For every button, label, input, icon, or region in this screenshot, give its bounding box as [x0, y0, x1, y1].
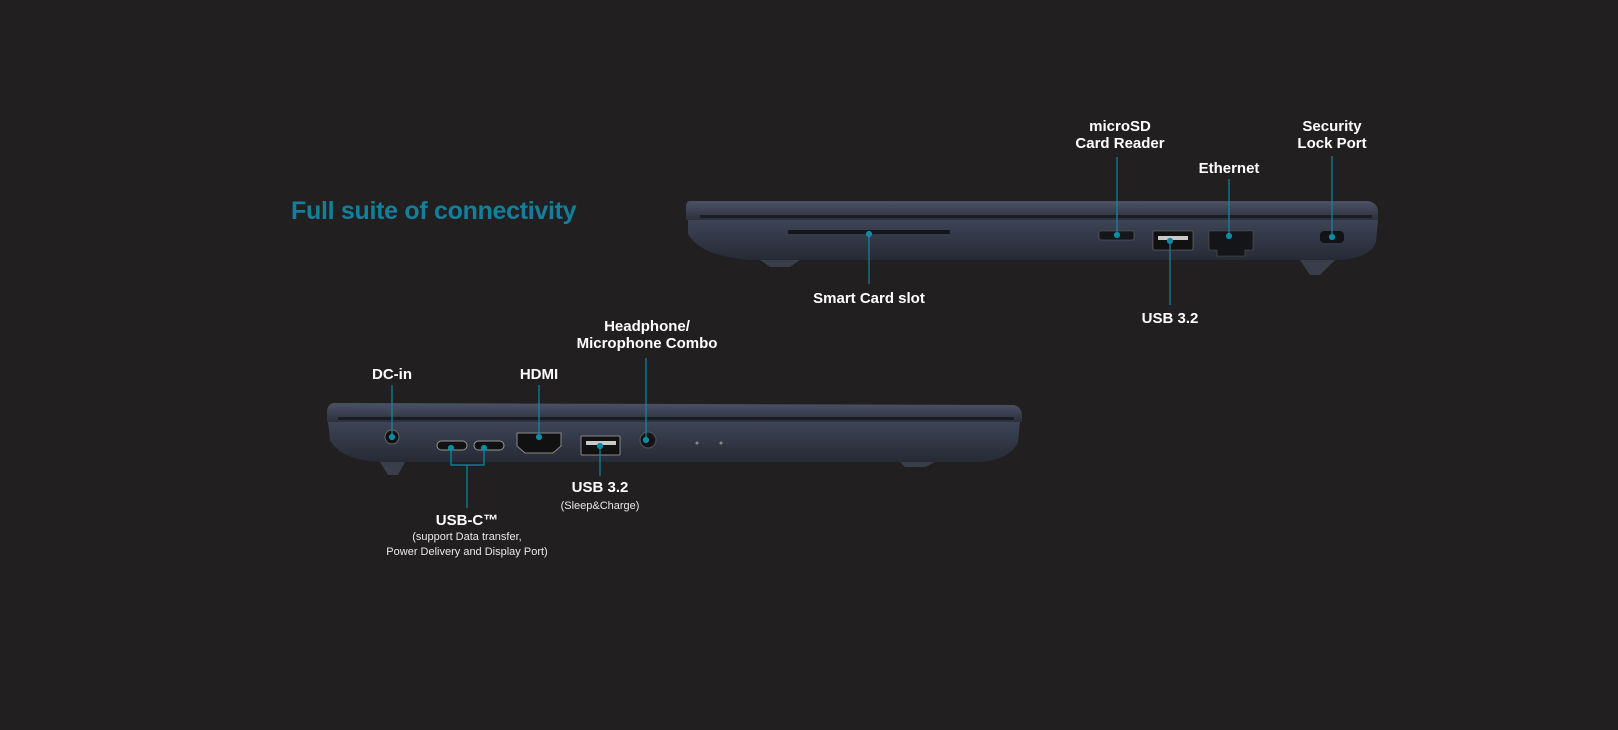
label-line: Microphone Combo — [576, 335, 718, 352]
usb-c-port-2 — [473, 440, 505, 451]
page-title: Full suite of connectivity — [291, 197, 577, 225]
label-security-lock-port: Security Lock Port — [1297, 118, 1366, 152]
label-usb-top: USB 3.2 — [1141, 310, 1199, 327]
callout-lines — [388, 156, 1336, 508]
label-line: microSD — [1089, 118, 1151, 135]
ethernet-port — [1208, 230, 1254, 257]
label-microsd-card-reader: microSD Card Reader — [1075, 118, 1164, 152]
label-usb-c-note: (support Data transfer, Power Delivery a… — [386, 530, 547, 560]
label-usb-c: USB-C™ — [435, 512, 499, 529]
label-headphone-mic-combo: Headphone/ Microphone Combo — [577, 318, 718, 352]
label-line: Headphone/ — [604, 318, 690, 335]
label-ethernet: Ethernet — [1198, 160, 1260, 177]
label-line: Lock Port — [1297, 135, 1367, 152]
label-line: Power Delivery and Display Port) — [386, 546, 548, 558]
label-smart-card-slot: Smart Card slot — [813, 290, 925, 307]
label-line: Security — [1302, 118, 1362, 135]
hdmi-port — [516, 432, 562, 454]
label-dc-in: DC-in — [372, 366, 412, 383]
label-line: Card Reader — [1075, 135, 1165, 152]
label-hdmi: HDMI — [519, 366, 559, 383]
label-line: (support Data transfer, — [412, 531, 522, 543]
laptop-left-side — [327, 403, 1022, 475]
label-usb-side-note: (Sleep&Charge) — [560, 500, 640, 512]
laptop-right-side — [686, 201, 1378, 275]
label-usb-side: USB 3.2 — [571, 479, 629, 496]
